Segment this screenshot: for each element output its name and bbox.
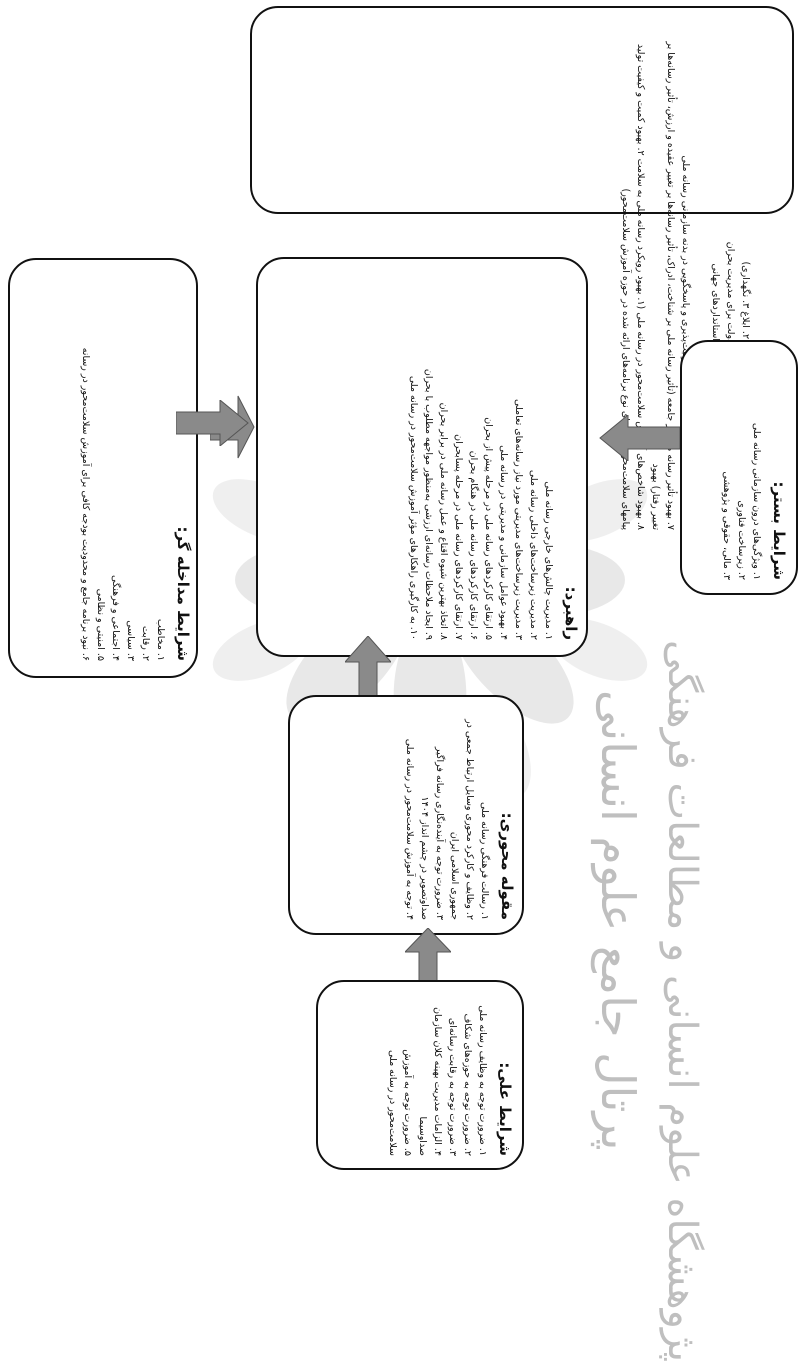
list-item: ۶. نبود برنامه جامع و محدودیت بودجه کافی… [80,347,91,661]
arrow-intervening-to-strategies-icon [176,400,249,446]
strategies-title: راهبرد: [562,586,580,640]
context-box: شرایط بستر: ۱. ویژگی‌های درون سازمانی رس… [680,340,798,595]
strategies-box: راهبرد: ۱. مدیریت چالش‌های خارجی رسانه م… [256,257,588,657]
list-item: ۲. مدیریت زیرساخت‌های داخلی رسانه ملی [528,469,539,640]
causal-box: شرایط علی: ۱. ضرورت توجه به وظایف رسانه … [316,980,524,1170]
list-item: ۳. سیاسی [125,620,136,661]
core-list: ۱. رسالت فرهنگی رسانه ملی ۲. وظایف و کار… [402,717,492,920]
list-item: ۷. ارتقای کارکردهای رسانه ملی در مرحله پ… [453,434,464,640]
list-item: ۵. امنیتی و نظامی [95,588,106,661]
list-item: ۱. ویژگی‌های درون سازمانی رسانه ملی [751,422,762,580]
context-list: ۱. ویژگی‌های درون سازمانی رسانه ملی ۲. ز… [719,360,764,580]
list-item: ۳. مالی، حقوقی و پژوهشی [721,471,732,580]
list-item: ۸. اتخاذ بهترین شیوه اقناع و عمل رسانه م… [438,402,449,640]
list-item: ۲. ضرورت توجه به حوزه‌های شکاف [462,1013,473,1156]
list-item: ۱. مدیریت چالش‌های خارجی رسانه ملی [543,481,554,640]
core-box: مقوله محوری: ۱. رسالت فرهنگی رسانه ملی ۲… [288,695,524,935]
outcomes-box: پیامد: ۱. تحقق اهداف فرهنگی رسانه ملی ۲.… [250,6,794,530]
core-title: مقوله محوری: [498,812,516,920]
causal-title: شرایط علی: [496,1062,514,1156]
intervening-title: شرایط مداخله گر: [174,526,192,661]
list-item: ۹. ایجاد ملاحظات رسانه‌ای ارزشی به‌منظور… [423,368,434,640]
list-item: ۱۰. به کارگیری راهکارهای مؤثر آموزش سلام… [408,375,419,640]
strategies-list: ۱. مدیریت چالش‌های خارجی رسانه ملی ۲. مد… [406,281,556,640]
causal-list: ۱. ضرورت توجه به وظایف رسانه ملی ۲. ضرور… [385,1000,490,1156]
list-item: ۴. توجه به آموزش سلامت‌محور در رسانه ملی [404,738,415,920]
list-item: ۱. مخاطب [155,618,166,661]
arrow-causal-to-core-icon [405,928,451,984]
intervening-box: شرایط مداخله گر: ۱. مخاطب ۲. رقابت ۳. سی… [8,258,198,678]
list-item: ۲. وظایف و کارکرد محوری وسایل ارتباط جمع… [449,719,475,920]
list-item: ۴. بهبود عوامل سازمانی و مدیریتی در رسان… [498,445,509,640]
intervening-list: ۱. مخاطب ۲. رقابت ۳. سیاسی ۴. اجتماعی و … [78,282,168,661]
list-item: ۵. ضرورت توجه به آموزش سلامت‌محور در رسا… [387,1049,413,1156]
watermark-text: پژوهشگاه علوم انسانی و مطالعات فرهنگی [659,640,705,1362]
list-item: ۲. رقابت [140,625,151,661]
list-item: ۶. ارتقای کارکردهای رسانه ملی در هنگام ب… [468,450,479,640]
list-item: ۱. ضرورت توجه به وظایف رسانه ملی [477,1005,488,1156]
arrow-context-to-strategies-icon [599,415,680,461]
arrow-core-to-strategies-icon [345,636,391,698]
list-item: ۴. اجتماعی و فرهنگی [110,575,121,661]
list-item: ۵. ارتقای کارکردهای رسانه ملی در مرحله پ… [483,417,494,640]
list-item: ۲. زیرساخت فناوری [736,500,747,580]
watermark-text-2: پرتال جامع علوم انسانی [591,690,645,1151]
list-item: ۳. ضرورت توجه به رقابت رسانه‌ای [447,1017,458,1156]
list-item: ۳. ضرورت توجه به آینده‌نگاری رسانه فراگی… [419,746,445,920]
list-item: ۴. الزامات مدیریت بهینه کلان سازمان صداو… [417,1007,443,1156]
list-item: ۱. رسالت فرهنگی رسانه ملی [479,801,490,920]
list-item: ۳. مدیریت زیرساخت‌های مدیریتی مورد نیاز … [513,398,524,640]
context-title: شرایط بستر: [770,481,788,581]
